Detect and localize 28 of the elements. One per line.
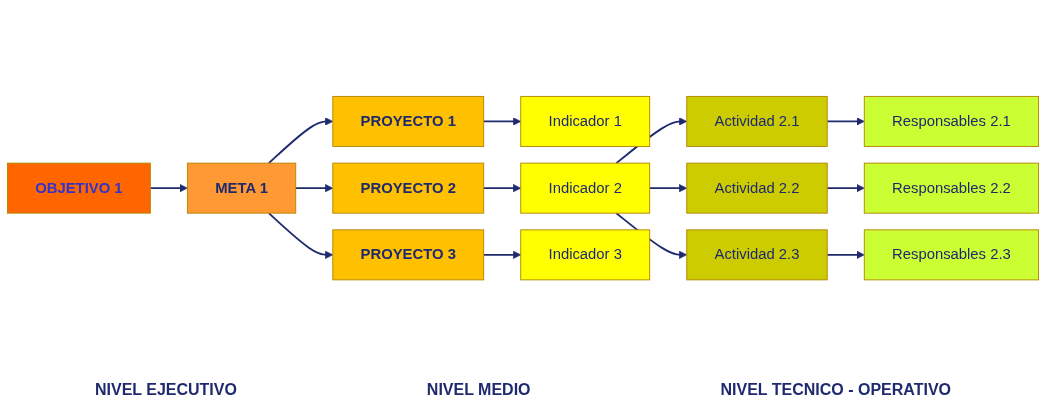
arrow <box>482 117 522 126</box>
level-label: NIVEL TECNICO - OPERATIVO <box>720 381 952 399</box>
level-label: NIVEL MEDIO <box>426 381 531 399</box>
arrow <box>267 212 334 260</box>
node-box: Responsables 2.2 <box>863 163 1040 214</box>
node-box: Indicador 1 <box>520 96 651 148</box>
node-box: PROYECTO 1 <box>332 96 485 148</box>
arrow <box>826 251 865 260</box>
node-box: PROYECTO 2 <box>332 163 485 214</box>
node-box: Actividad 2.1 <box>686 96 828 148</box>
node-box: PROYECTO 3 <box>332 229 485 281</box>
arrow <box>826 184 865 193</box>
node-box: Indicador 3 <box>520 229 651 281</box>
level-label: NIVEL EJECUTIVO <box>94 381 237 399</box>
node-box: Actividad 2.2 <box>686 163 828 214</box>
node-box: META 1 <box>186 163 297 214</box>
node-box: Responsables 2.3 <box>863 229 1040 281</box>
node-box: Actividad 2.3 <box>686 229 828 281</box>
arrow <box>149 184 188 193</box>
arrow <box>648 184 688 193</box>
arrow <box>294 184 334 193</box>
arrow <box>482 251 522 260</box>
node-box: Responsables 2.1 <box>863 96 1040 148</box>
node-box: Indicador 2 <box>520 163 651 214</box>
node-box: OBJETIVO 1 <box>6 163 151 214</box>
arrow <box>826 117 865 126</box>
arrow <box>267 117 334 165</box>
arrow <box>482 184 522 193</box>
